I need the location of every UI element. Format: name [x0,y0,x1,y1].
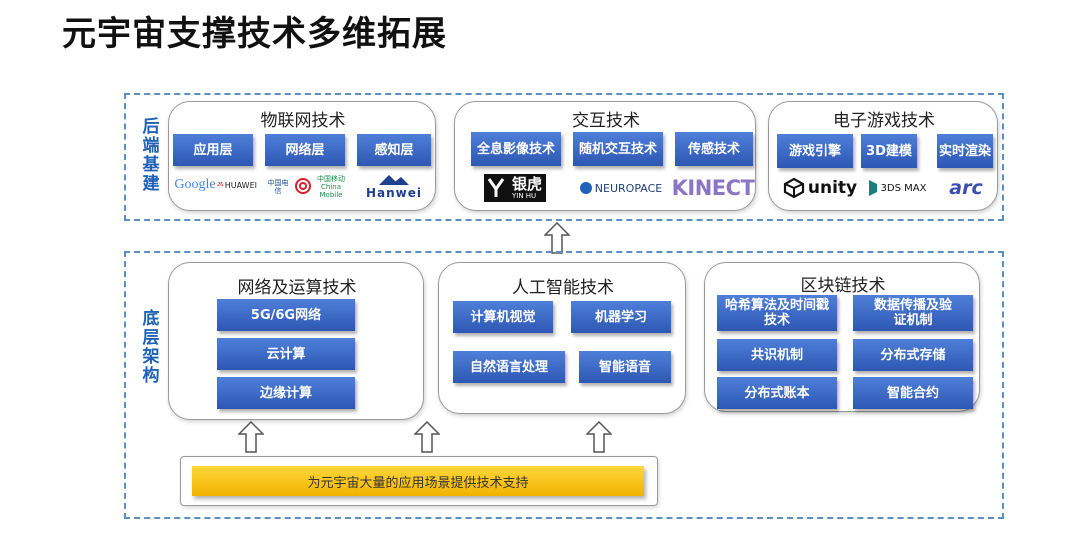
hanwei-logo: Hanwei [357,172,431,200]
huawei-logo-text: HUAWEI [224,180,257,190]
huawei-logo: HUAWEI [217,172,257,198]
unity-logo: unity [779,174,861,202]
hash-timestamp-button[interactable]: 哈希算法及时间戳技术 [717,295,837,331]
china-mobile-logo: 中国移动 China Mobile [317,175,345,199]
yinhu-logo: 银虎 YIN HU [467,172,563,204]
arc-logo: arc [949,177,983,199]
backend-section-label: 后端基建 [142,117,160,194]
china-unicom-knot-icon [295,178,311,194]
consensus-button[interactable]: 共识机制 [717,339,837,371]
gaming-panel: 电子游戏技术 游戏引擎 3D建模 实时渲染 unity 3DS MAX arc [768,101,998,211]
up-arrow-icon [544,222,570,254]
yinhu-mark-icon [483,174,508,202]
edge-computing-button[interactable]: 边缘计算 [217,377,355,409]
up-arrow-icon [586,421,612,453]
realtime-rendering-button[interactable]: 实时渲染 [937,134,993,168]
up-arrow-icon [238,421,264,453]
iot-application-layer-button[interactable]: 应用层 [173,134,253,166]
iot-network-layer-button[interactable]: 网络层 [265,134,345,166]
neuropace-mark-icon [579,182,592,194]
ai-panel: 人工智能技术 计算机视觉 机器学习 自然语言处理 智能语音 [438,262,686,414]
yinhu-logo-cn: 银虎 [511,175,542,193]
distributed-ledger-button[interactable]: 分布式账本 [717,377,837,409]
support-bar: 为元宇宙大量的应用场景提供技术支持 [192,466,644,496]
china-telecom-logo: 中国电信 [267,179,289,195]
blockchain-panel-title: 区块链技术 [800,276,886,296]
page-title: 元宇宙支撑技术多维拓展 [62,14,447,54]
yinhu-logo-en: YIN HU [511,192,537,200]
blockchain-panel: 区块链技术 哈希算法及时间戳技术 数据传播及验证机制 共识机制 分布式存储 分布… [704,262,980,412]
nlp-button[interactable]: 自然语言处理 [453,351,565,383]
network-computing-panel: 网络及运算技术 5G/6G网络 云计算 边缘计算 [168,262,424,420]
network-computing-panel-title: 网络及运算技术 [237,278,357,298]
backend-section [124,93,1004,221]
google-logo: Google [174,177,216,192]
gaming-panel-title: 电子游戏技术 [833,111,935,131]
unity-logo-text: unity [807,178,858,198]
iot-perception-layer-button[interactable]: 感知层 [357,134,431,166]
neuropace-logo: NEUROPACE [571,176,671,200]
3dsmax-logo-text: 3DS MAX [880,182,927,194]
smart-contract-button[interactable]: 智能合约 [853,377,973,409]
3dsmax-logo: 3DS MAX [861,176,933,200]
cloud-computing-button[interactable]: 云计算 [217,338,355,370]
iot-panel: 物联网技术 应用层 网络层 感知层 Google HUAWEI 中国电信 中国移… [168,101,436,211]
interaction-panel-title: 交互技术 [572,111,640,131]
up-arrow-icon [414,421,440,453]
kinect-logo: KINECT [671,176,755,200]
interaction-panel: 交互技术 全息影像技术 随机交互技术 传感技术 银虎 YIN HU NEUROP… [454,101,756,211]
huawei-petal-icon [217,182,224,187]
china-unicom-logo [291,174,315,198]
3dsmax-mark-icon [868,180,877,196]
holographic-imaging-button[interactable]: 全息影像技术 [471,132,561,166]
computer-vision-button[interactable]: 计算机视觉 [453,301,553,333]
distributed-storage-button[interactable]: 分布式存储 [853,339,973,371]
neuropace-logo-text: NEUROPACE [594,181,663,195]
hanwei-emblem-icon [379,175,409,185]
3d-modeling-button[interactable]: 3D建模 [861,134,917,168]
5g-6g-network-button[interactable]: 5G/6G网络 [217,299,355,331]
base-section [124,251,1004,519]
sensing-tech-button[interactable]: 传感技术 [675,132,753,166]
hanwei-logo-text: Hanwei [365,186,423,200]
random-interaction-button[interactable]: 随机交互技术 [573,132,663,166]
data-propagation-button[interactable]: 数据传播及验证机制 [853,295,973,331]
machine-learning-button[interactable]: 机器学习 [571,301,671,333]
base-section-label: 底层架构 [142,309,160,386]
unity-cube-icon [783,177,804,199]
ai-panel-title: 人工智能技术 [512,278,614,298]
iot-panel-title: 物联网技术 [260,111,346,131]
smart-voice-button[interactable]: 智能语音 [579,351,671,383]
game-engine-button[interactable]: 游戏引擎 [777,134,853,168]
